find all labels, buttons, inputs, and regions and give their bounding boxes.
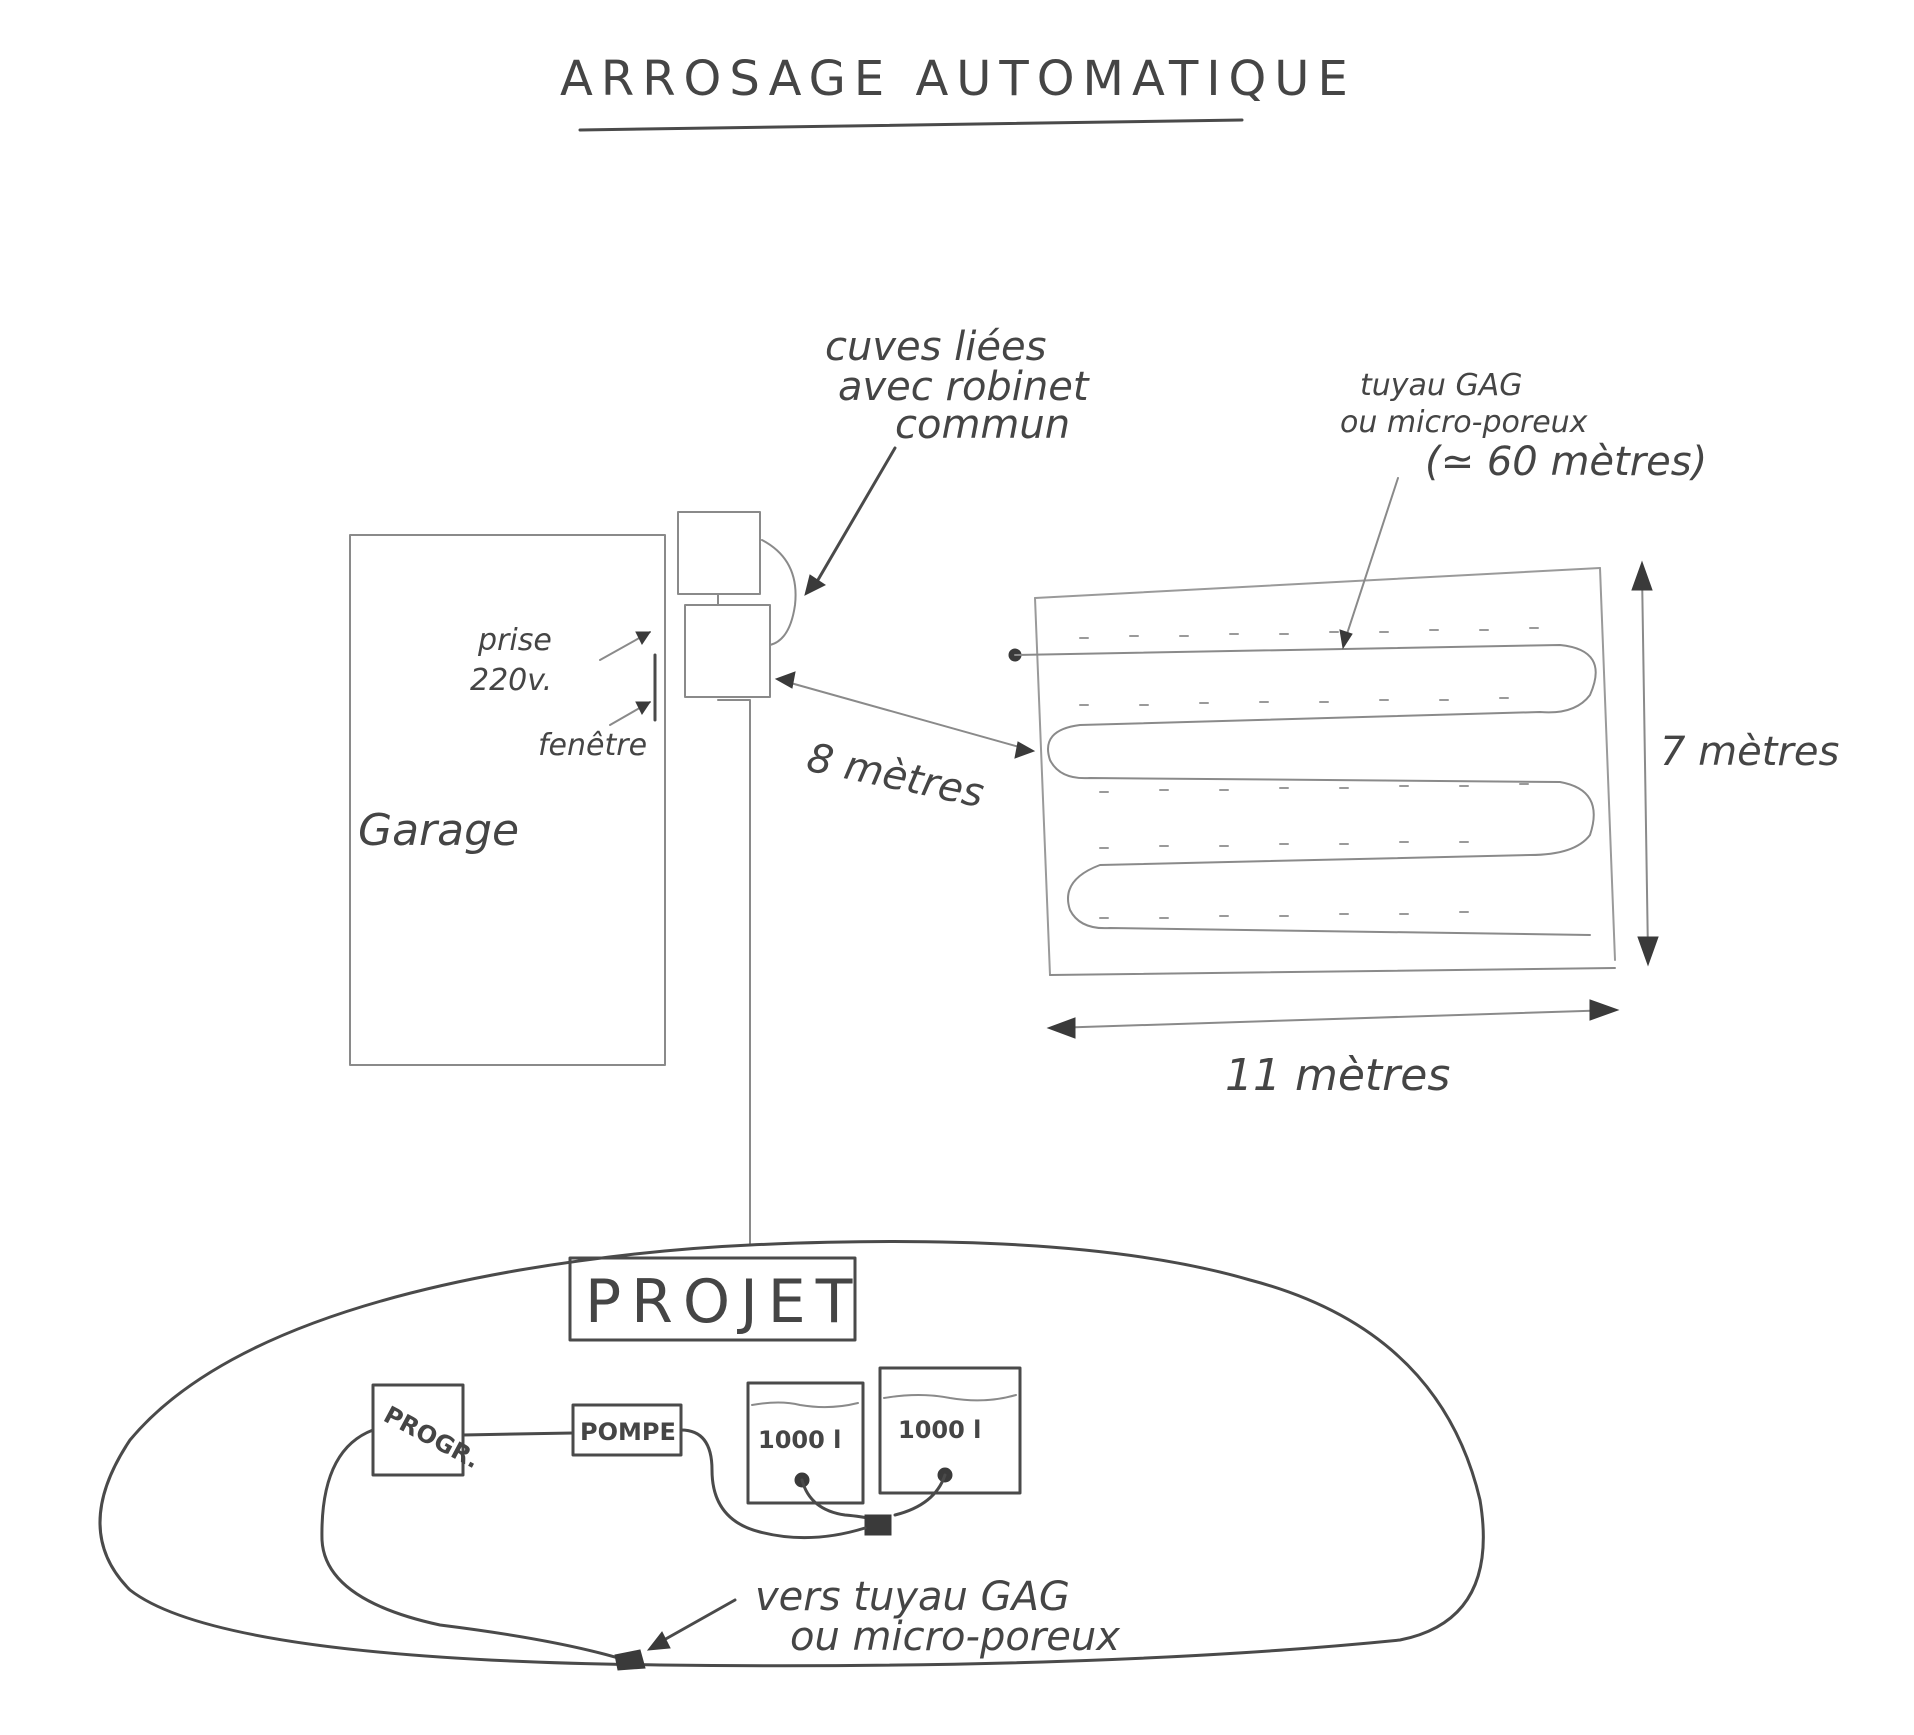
garage-label: Garage (358, 805, 519, 856)
outlet-endpoint (614, 1649, 646, 1671)
plot-right (1599, 567, 1616, 961)
plot-top (1034, 567, 1601, 599)
fenetre-arrowhead (635, 701, 651, 715)
projet-title-box (568, 1256, 857, 1342)
cuves-arrow (813, 446, 897, 587)
width-11m-head-right (1589, 999, 1620, 1021)
tuyau-arrowhead (1339, 629, 1353, 650)
hose-drip-marks (1079, 627, 1539, 919)
width-11m-head-left (1046, 1017, 1076, 1039)
vers-arrow (653, 1598, 737, 1647)
tank1-water (751, 1401, 859, 1409)
width-11m-label: 11 mètres (1225, 1050, 1450, 1101)
prise-arrowhead (635, 631, 651, 645)
prise-label-line2: 220v. (470, 663, 552, 698)
tank-connector (761, 539, 797, 646)
tank2-water (883, 1394, 1017, 1402)
plot-left (1034, 597, 1051, 976)
prog-pompe-link (461, 1431, 575, 1437)
width-11m-arrow (1051, 1009, 1616, 1029)
tank2-box (878, 1366, 1022, 1495)
height-7m-head-bottom (1637, 936, 1659, 967)
plot-bottom (1049, 967, 1616, 976)
tuyau-label-line3: (≃ 60 mètres) (1425, 439, 1707, 485)
pompe-label: POMPE (580, 1418, 676, 1446)
pompe-valve-pipe (679, 1428, 867, 1540)
tank1-box (746, 1381, 865, 1505)
cuves-label-line1: cuves liées (825, 324, 1046, 370)
tuyau-label-line1: tuyau GAG (1360, 368, 1522, 403)
supply-line (717, 699, 751, 1246)
tuyau-arrow (1344, 477, 1399, 641)
prog-outlet-pipe (320, 1428, 627, 1662)
height-7m-label: 7 mètres (1660, 729, 1839, 775)
height-7m-head-top (1631, 560, 1653, 591)
tank1-label: 1000 l (758, 1426, 841, 1454)
cuves-arrowhead (804, 574, 826, 596)
cuves-label-line2: avec robinet (838, 364, 1090, 410)
prise-label-line1: prise (477, 623, 552, 658)
distance-8m-arrow (779, 679, 1031, 751)
height-7m-arrow (1641, 571, 1649, 956)
tuyau-label-line2: ou micro-poreux (1340, 405, 1588, 440)
tank-lower (684, 604, 771, 698)
distance-8m-label: 8 mètres (803, 735, 988, 817)
distance-8m-head-right (1014, 741, 1036, 759)
fenetre-label: fenêtre (538, 728, 647, 763)
prog-label: PROGR. (379, 1401, 484, 1475)
common-valve (864, 1514, 892, 1536)
garage-outline (349, 534, 666, 1066)
distance-8m-head-left (774, 671, 796, 689)
tank2-label: 1000 l (898, 1416, 981, 1444)
vers-arrowhead (646, 1631, 671, 1651)
hose-serpentine (1014, 644, 1597, 936)
tank-upper (677, 511, 761, 595)
page-title: ARROSAGE AUTOMATIQUE (560, 51, 1356, 107)
title-underline (578, 118, 1244, 132)
projet-bubble (98, 1240, 1485, 1668)
projet-title: PROJET (585, 1267, 862, 1337)
vers-label-line2: ou micro-poreux (790, 1614, 1120, 1660)
cuves-label-line3: commun (895, 402, 1070, 448)
vers-label-line1: vers tuyau GAG (755, 1574, 1070, 1620)
